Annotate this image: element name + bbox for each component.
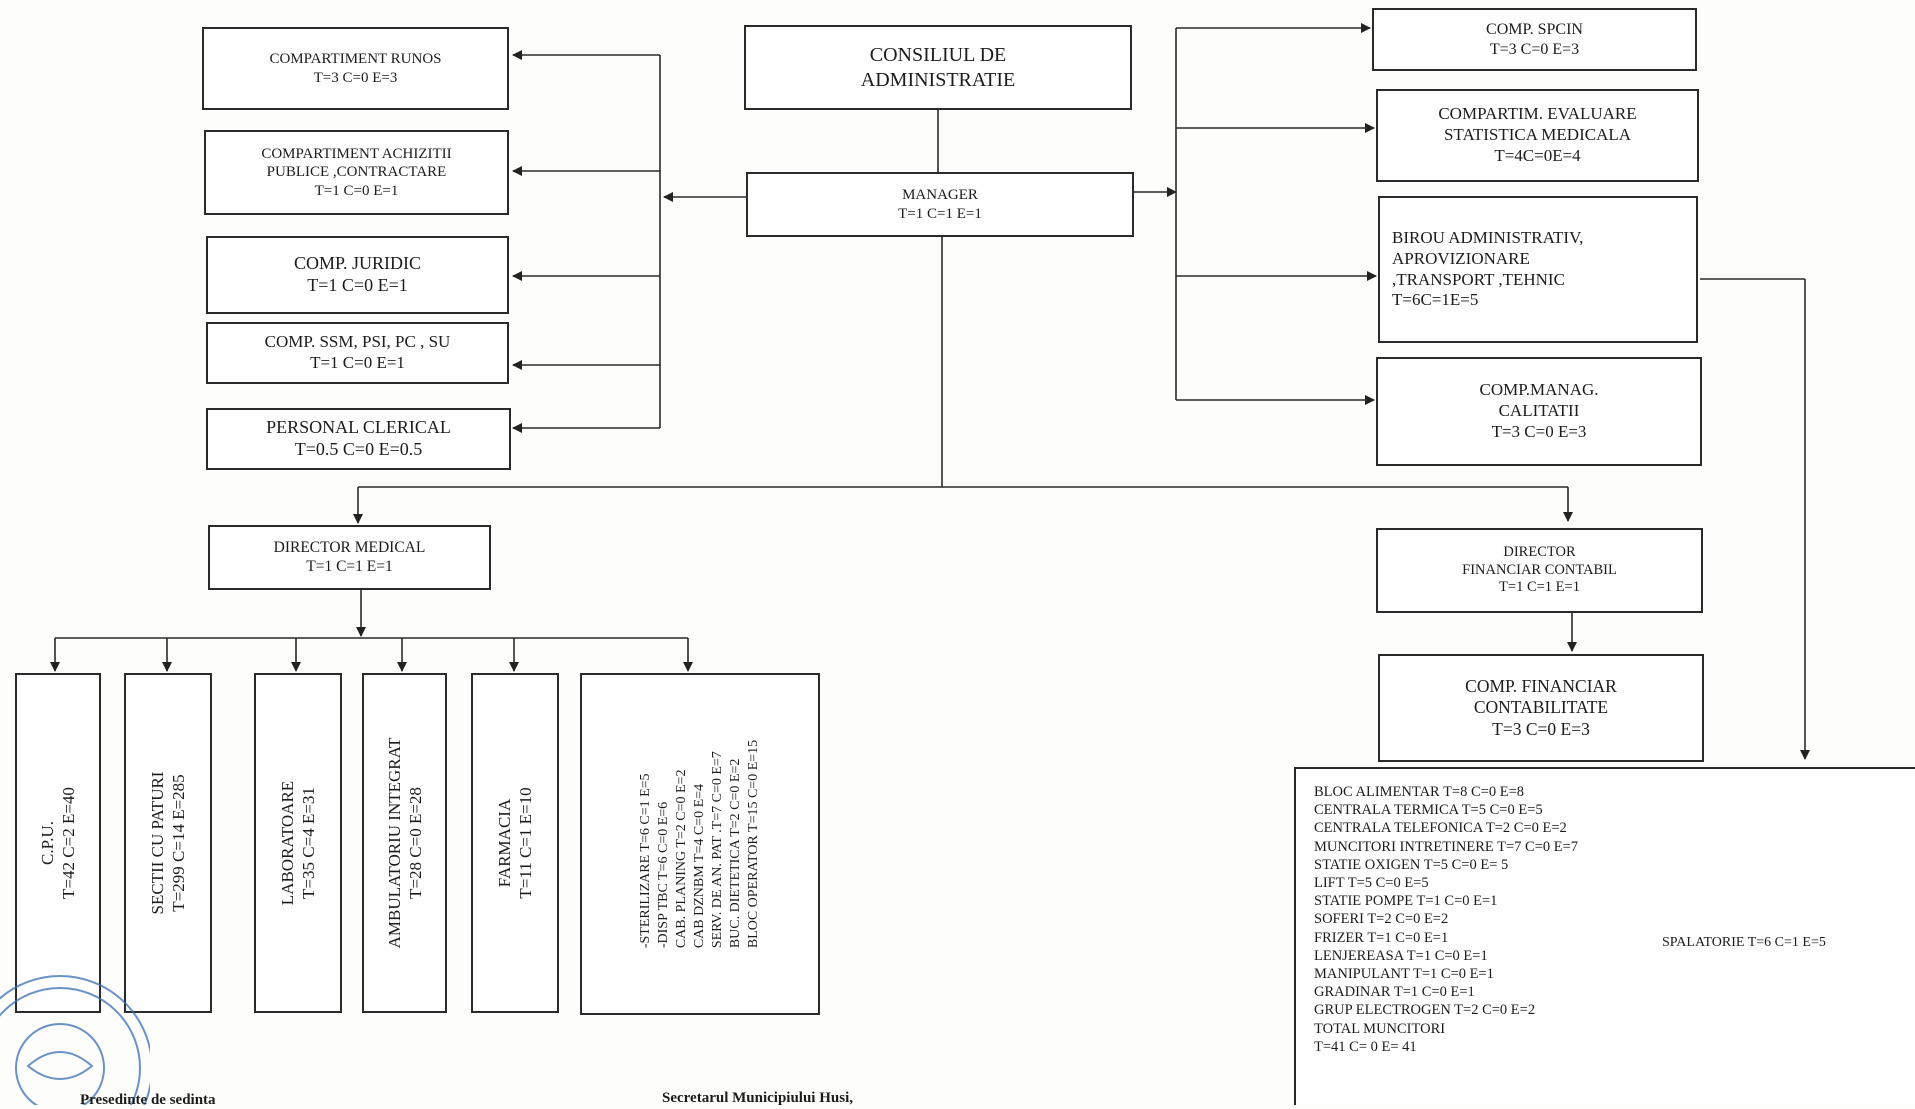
list-item: FRIZER T=1 C=0 E=1	[1314, 929, 1449, 946]
misc-sterilizare: -STERILIZARE T=6 C=1 E=5	[638, 773, 653, 949]
list-item: MANIPULANT T=1 C=0 E=1	[1314, 966, 1494, 983]
compartim-evaluare-box: COMPARTIM. EVALUARE STATISTICA MEDICALA …	[1376, 89, 1699, 182]
laboratoare-stats: T=35 C=4 E=31	[299, 787, 318, 899]
financiar-line1: COMP. FINANCIAR	[1465, 675, 1617, 696]
list-item: LENJEREASA T=1 C=0 E=1	[1314, 947, 1488, 964]
spalatorie-label: SPALATORIE T=6 C=1 E=5	[1662, 935, 1826, 950]
list-item: CENTRALA TELEFONICA T=2 C=0 E=2	[1314, 820, 1567, 837]
calitatii-stats: T=3 C=0 E=3	[1491, 421, 1587, 441]
list-item: STATIE OXIGEN T=5 C=0 E= 5	[1314, 856, 1509, 873]
sectii-stats: T=299 C=14 E=285	[169, 774, 188, 912]
director-medical-stats: T=1 C=1 E=1	[306, 557, 393, 575]
personal-clerical-box: PERSONAL CLERICAL T=0.5 C=0 E=0.5	[206, 408, 511, 470]
juridic-stats: T=1 C=0 E=1	[307, 275, 408, 295]
cpu-stats: T=42 C=2 E=40	[59, 787, 78, 899]
manager-title: MANAGER	[902, 187, 978, 204]
calitatii-line2: CALITATII	[1498, 401, 1580, 421]
spcin-stats: T=3 C=0 E=3	[1489, 40, 1580, 58]
ssm-stats: T=1 C=0 E=1	[310, 353, 405, 372]
runos-stats: T=3 C=0 E=3	[313, 69, 398, 86]
comp-financiar-box: COMP. FINANCIAR CONTABILITATE T=3 C=0 E=…	[1378, 654, 1704, 762]
comp-manag-calitatii-box: COMP.MANAG. CALITATII T=3 C=0 E=3	[1376, 357, 1702, 466]
manager-box: MANAGER T=1 C=1 E=1	[746, 172, 1134, 237]
birou-stats: T=6C=1E=5	[1392, 290, 1479, 310]
sectii-title: SECTII CU PATURI	[147, 771, 167, 915]
misc-buc-dietetica: BUC. DIETETICA T=2 C=0 E=2	[728, 758, 743, 949]
cpu-box: C.P.U.T=42 C=2 E=40	[15, 673, 101, 1013]
director-medical-box: DIRECTOR MEDICAL T=1 C=1 E=1	[208, 525, 491, 590]
list-item: GRADINAR T=1 C=0 E=1	[1314, 984, 1475, 1001]
list-item: GRUP ELECTROGEN T=2 C=0 E=2	[1314, 1002, 1536, 1019]
spcin-title: COMP. SPCIN	[1486, 20, 1583, 38]
birou-line3: ,TRANSPORT ,TEHNIC	[1392, 269, 1565, 289]
achizitii-stats: T=1 C=0 E=1	[314, 182, 399, 199]
financiar-stats: T=3 C=0 E=3	[1492, 718, 1590, 739]
list-item: TOTAL MUNCITORI	[1314, 1020, 1446, 1037]
laboratoare-title: LABORATOARE	[277, 780, 297, 906]
juridic-title: COMP. JURIDIC	[293, 253, 422, 274]
misc-cab-dznbm: CAB DZNBM T=4 C=0 E=4	[692, 783, 707, 949]
evaluare-stats: T=4C=0E=4	[1494, 145, 1581, 165]
director-financiar-line1: DIRECTOR	[1503, 543, 1576, 560]
ssm-title: COMP. SSM, PSI, PC , SU	[264, 332, 451, 352]
farmacia-title: FARMACIA	[494, 798, 514, 888]
consiliu-box: CONSILIUL DE ADMINISTRATIE	[744, 25, 1132, 110]
consiliu-line2: ADMINISTRATIE	[860, 68, 1016, 91]
misc-cab-planing: CAB. PLANING T=2 C=0 E=2	[674, 769, 689, 949]
muncitori-list-box: BLOC ALIMENTAR T=8 C=0 E=8 CENTRALA TERM…	[1294, 767, 1915, 1105]
list-item: LIFT T=5 C=0 E=5	[1314, 875, 1429, 892]
servicii-medicale-box: -STERILIZARE T=6 C=1 E=5 -DISP TBC T=6 C…	[580, 673, 820, 1015]
compartiment-achizitii-box: COMPARTIMENT ACHIZITII PUBLICE ,CONTRACT…	[204, 130, 509, 215]
list-item: MUNCITORI INTRETINERE T=7 C=0 E=7	[1314, 838, 1579, 855]
director-financiar-box: DIRECTOR FINANCIAR CONTABIL T=1 C=1 E=1	[1376, 528, 1703, 613]
director-financiar-line2: FINANCIAR CONTABIL	[1462, 561, 1617, 578]
comp-juridic-box: COMP. JURIDIC T=1 C=0 E=1	[206, 236, 509, 314]
list-item: STATIE POMPE T=1 C=0 E=1	[1314, 893, 1498, 910]
misc-disp-tbc: -DISP TBC T=6 C=0 E=6	[656, 801, 671, 949]
clerical-stats: T=0.5 C=0 E=0.5	[294, 439, 423, 459]
stamp-seal-icon	[0, 975, 150, 1105]
runos-title: COMPARTIMENT RUNOS	[269, 51, 442, 68]
director-financiar-stats: T=1 C=1 E=1	[1499, 579, 1580, 596]
cpu-title: C.P.U.	[37, 821, 57, 865]
list-item: CENTRALA TERMICA T=5 C=0 E=5	[1314, 802, 1543, 819]
list-item: SOFERI T=2 C=0 E=2	[1314, 911, 1449, 928]
footer-presedinte: Presedinte de sedinta	[80, 1092, 216, 1108]
ambulatoriu-stats: T=28 C=0 E=28	[405, 787, 425, 899]
misc-bloc-operator: BLOC OPERATOR T=15 C=0 E=15	[746, 739, 761, 949]
birou-line2: APROVIZIONARE	[1392, 248, 1530, 268]
birou-line1: BIROU ADMINISTRATIV,	[1392, 228, 1584, 248]
achizitii-line1: COMPARTIMENT ACHIZITII	[261, 146, 452, 163]
evaluare-line2: STATISTICA MEDICALA	[1443, 125, 1632, 145]
financiar-line2: CONTABILITATE	[1473, 697, 1609, 718]
comp-spcin-box: COMP. SPCIN T=3 C=0 E=3	[1372, 8, 1697, 71]
calitatii-line1: COMP.MANAG.	[1479, 380, 1599, 400]
clerical-title: PERSONAL CLERICAL	[266, 417, 451, 438]
consiliu-line1: CONSILIUL DE	[869, 44, 1007, 67]
farmacia-stats: T=11 C=1 E=10	[516, 787, 535, 899]
list-item: T=41 C= 0 E= 41	[1314, 1038, 1417, 1055]
list-item: BLOC ALIMENTAR T=8 C=0 E=8	[1314, 784, 1524, 800]
misc-serv-an-pat: SERV. DE AN. PAT .T=7 C=0 E=7	[710, 751, 725, 949]
achizitii-line2: PUBLICE ,CONTRACTARE	[266, 164, 447, 181]
compartiment-runos-box: COMPARTIMENT RUNOS T=3 C=0 E=3	[202, 27, 509, 110]
director-medical-title: DIRECTOR MEDICAL	[273, 538, 426, 556]
ambulatoriu-title: AMBULATORIU INTEGRAT	[384, 737, 404, 949]
birou-administrativ-box: BIROU ADMINISTRATIV, APROVIZIONARE ,TRAN…	[1378, 196, 1698, 343]
footer-secretar: Secretarul Municipiului Husi,	[662, 1090, 853, 1106]
evaluare-line1: COMPARTIM. EVALUARE	[1438, 104, 1637, 124]
manager-stats: T=1 C=1 E=1	[898, 205, 982, 222]
comp-ssm-box: COMP. SSM, PSI, PC , SU T=1 C=0 E=1	[206, 322, 509, 384]
